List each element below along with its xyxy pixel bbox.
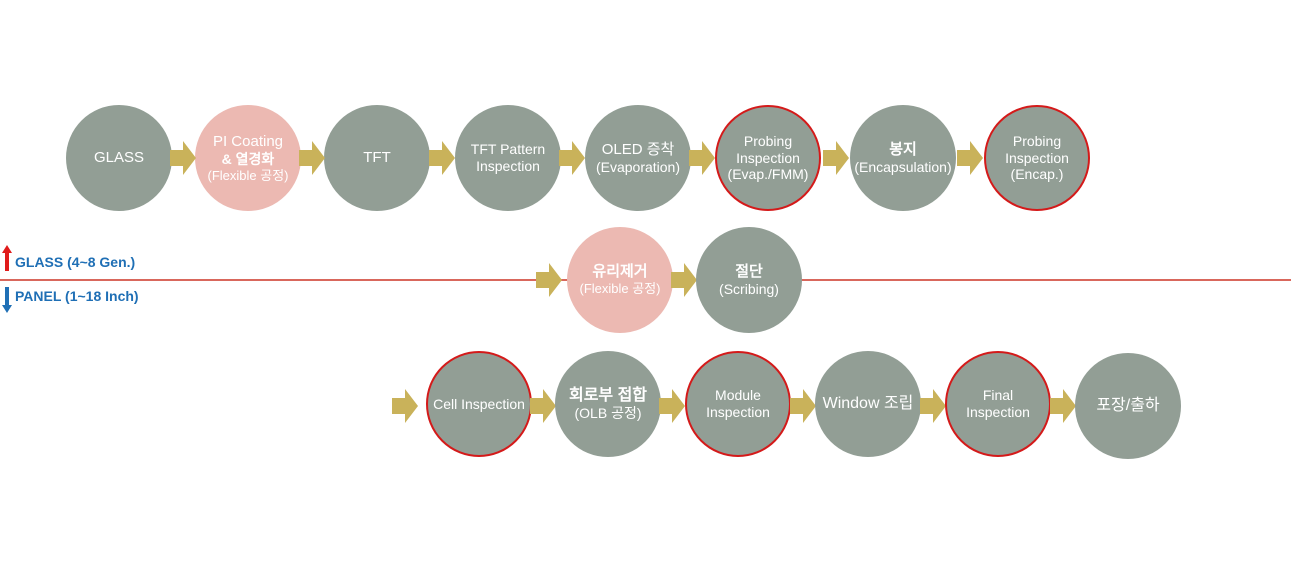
flow-arrow-icon bbox=[429, 141, 455, 175]
legend-glass: GLASS (4~8 Gen.) bbox=[15, 254, 136, 270]
node-label: Module bbox=[715, 387, 761, 404]
node-label: & 열경화 bbox=[221, 150, 275, 167]
flow-arrow-icon bbox=[659, 389, 685, 423]
node-label: TFT bbox=[363, 149, 391, 166]
node-probing-inspection-evap: Probing Inspection (Evap./FMM) bbox=[715, 105, 821, 211]
node-label: (Encapsulation) bbox=[854, 158, 952, 175]
node-probing-inspection-encap: Probing Inspection (Encap.) bbox=[984, 105, 1090, 211]
node-tft: TFT bbox=[324, 105, 430, 211]
node-encapsulation: 봉지 (Encapsulation) bbox=[850, 105, 956, 211]
flow-arrow-icon bbox=[392, 389, 418, 423]
down-arrow-icon bbox=[2, 287, 12, 313]
node-label: Probing bbox=[1012, 132, 1062, 149]
flow-arrow-icon bbox=[957, 141, 983, 175]
node-label: PI Coating bbox=[212, 132, 284, 150]
node-packing-shipping: 포장/출하 bbox=[1075, 353, 1181, 459]
node-tft-pattern-inspection: TFT Pattern Inspection bbox=[455, 105, 561, 211]
node-oled-evaporation: OLED 증착 (Evaporation) bbox=[585, 105, 691, 211]
node-label: OLED 증착 bbox=[601, 140, 675, 158]
node-label: Inspection bbox=[736, 149, 800, 166]
node-label: Window 조립 bbox=[822, 395, 914, 413]
node-label: Final bbox=[982, 387, 1014, 404]
node-window-assembly: Window 조립 bbox=[815, 351, 921, 457]
node-glass: GLASS bbox=[66, 105, 172, 211]
flow-arrow-icon bbox=[1050, 389, 1076, 423]
flow-arrow-icon bbox=[823, 141, 849, 175]
node-pi-coating: PI Coating & 열경화 (Flexible 공정) bbox=[195, 105, 301, 211]
flow-arrow-icon bbox=[689, 141, 715, 175]
flow-arrow-icon bbox=[671, 263, 697, 297]
node-glass-removal: 유리제거 (Flexible 공정) bbox=[567, 227, 673, 333]
flow-arrow-icon bbox=[170, 141, 196, 175]
node-label: Inspection bbox=[706, 404, 770, 420]
node-label: TFT Pattern bbox=[470, 141, 546, 158]
node-label: (Scribing) bbox=[719, 280, 779, 297]
node-label: (Flexible 공정) bbox=[579, 281, 661, 297]
node-scribing: 절단 (Scribing) bbox=[696, 227, 802, 333]
node-label: (Evaporation) bbox=[595, 158, 681, 175]
node-label: Inspection bbox=[476, 158, 540, 174]
flow-arrow-icon bbox=[299, 141, 325, 175]
flow-arrow-icon bbox=[559, 141, 585, 175]
flow-arrow-icon bbox=[530, 389, 556, 423]
node-label: 봉지 bbox=[889, 140, 917, 158]
node-label: GLASS bbox=[93, 149, 145, 166]
node-label: (Encap.) bbox=[1010, 166, 1064, 183]
node-cell-inspection: Cell Inspection bbox=[426, 351, 532, 457]
node-label: Inspection bbox=[966, 404, 1030, 420]
node-label: 포장/출하 bbox=[1096, 397, 1160, 415]
node-label: Cell Inspection bbox=[433, 395, 525, 412]
flow-arrow-icon bbox=[536, 263, 562, 297]
node-label: 회로부 접합 bbox=[568, 387, 648, 404]
node-label: (OLB 공정) bbox=[574, 405, 642, 422]
node-label: 유리제거 bbox=[592, 263, 648, 281]
node-final-inspection: Final Inspection bbox=[945, 351, 1051, 457]
flow-arrow-icon bbox=[790, 389, 816, 423]
up-arrow-icon bbox=[2, 245, 12, 271]
node-label: (Flexible 공정) bbox=[207, 167, 289, 183]
node-label: 절단 bbox=[735, 262, 763, 280]
node-label: (Evap./FMM) bbox=[727, 166, 809, 183]
legend-panel: PANEL (1~18 Inch) bbox=[15, 288, 139, 304]
flow-arrow-icon bbox=[920, 389, 946, 423]
node-label: Inspection bbox=[1005, 149, 1069, 166]
node-olb-bonding: 회로부 접합 (OLB 공정) bbox=[555, 351, 661, 457]
node-module-inspection: Module Inspection bbox=[685, 351, 791, 457]
node-label: Probing bbox=[743, 132, 793, 149]
